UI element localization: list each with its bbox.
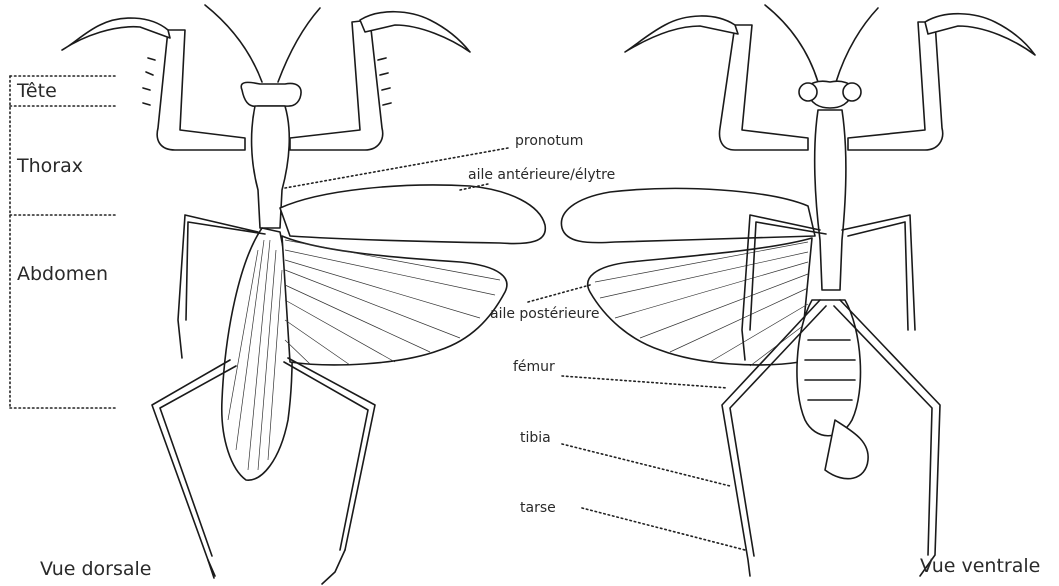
ventral-abdomen — [797, 300, 861, 436]
leader-hindwing — [528, 285, 590, 302]
dorsal-foreleg-right — [290, 12, 470, 150]
leader-tarsus — [582, 508, 745, 550]
ventral-antenna-right — [836, 8, 878, 82]
dorsal-hindwing — [282, 236, 507, 365]
label-forewing: aile antérieure/élytre — [468, 167, 615, 183]
dorsal-antenna-left — [205, 5, 262, 82]
ventral-eye-left — [799, 83, 817, 101]
label-tibia: tibia — [520, 430, 551, 446]
leader-femur — [562, 376, 728, 388]
ventral-forewing — [561, 188, 815, 242]
dorsal-mantis — [62, 5, 545, 584]
caption-ventral-view: Vue ventrale — [920, 555, 1040, 577]
dorsal-head — [241, 82, 301, 106]
ventral-mantis — [561, 5, 1035, 576]
region-label-thorax: Thorax — [17, 155, 83, 177]
dorsal-foreleg-left — [62, 18, 245, 150]
region-label-abdomen: Abdomen — [17, 263, 108, 285]
dorsal-forewing-right — [280, 185, 545, 244]
label-pronotum: pronotum — [515, 133, 583, 149]
caption-dorsal-view: Vue dorsale — [40, 558, 152, 580]
label-femur: fémur — [513, 359, 555, 375]
label-hindwing: aile postérieure — [490, 306, 599, 322]
ventral-antenna-left — [765, 5, 818, 82]
region-bracket — [10, 76, 118, 408]
ventral-foreleg-right — [848, 14, 1035, 150]
leader-tibia — [562, 444, 730, 486]
ventral-foreleg-left — [625, 16, 808, 150]
ventral-thorax — [815, 110, 846, 290]
dorsal-forewing-left — [222, 228, 292, 480]
dorsal-antenna-right — [278, 8, 320, 82]
ventral-eye-right — [843, 83, 861, 101]
label-tarsus: tarse — [520, 500, 556, 516]
dorsal-hindleg-right — [284, 358, 375, 550]
region-label-head: Tête — [17, 80, 57, 102]
